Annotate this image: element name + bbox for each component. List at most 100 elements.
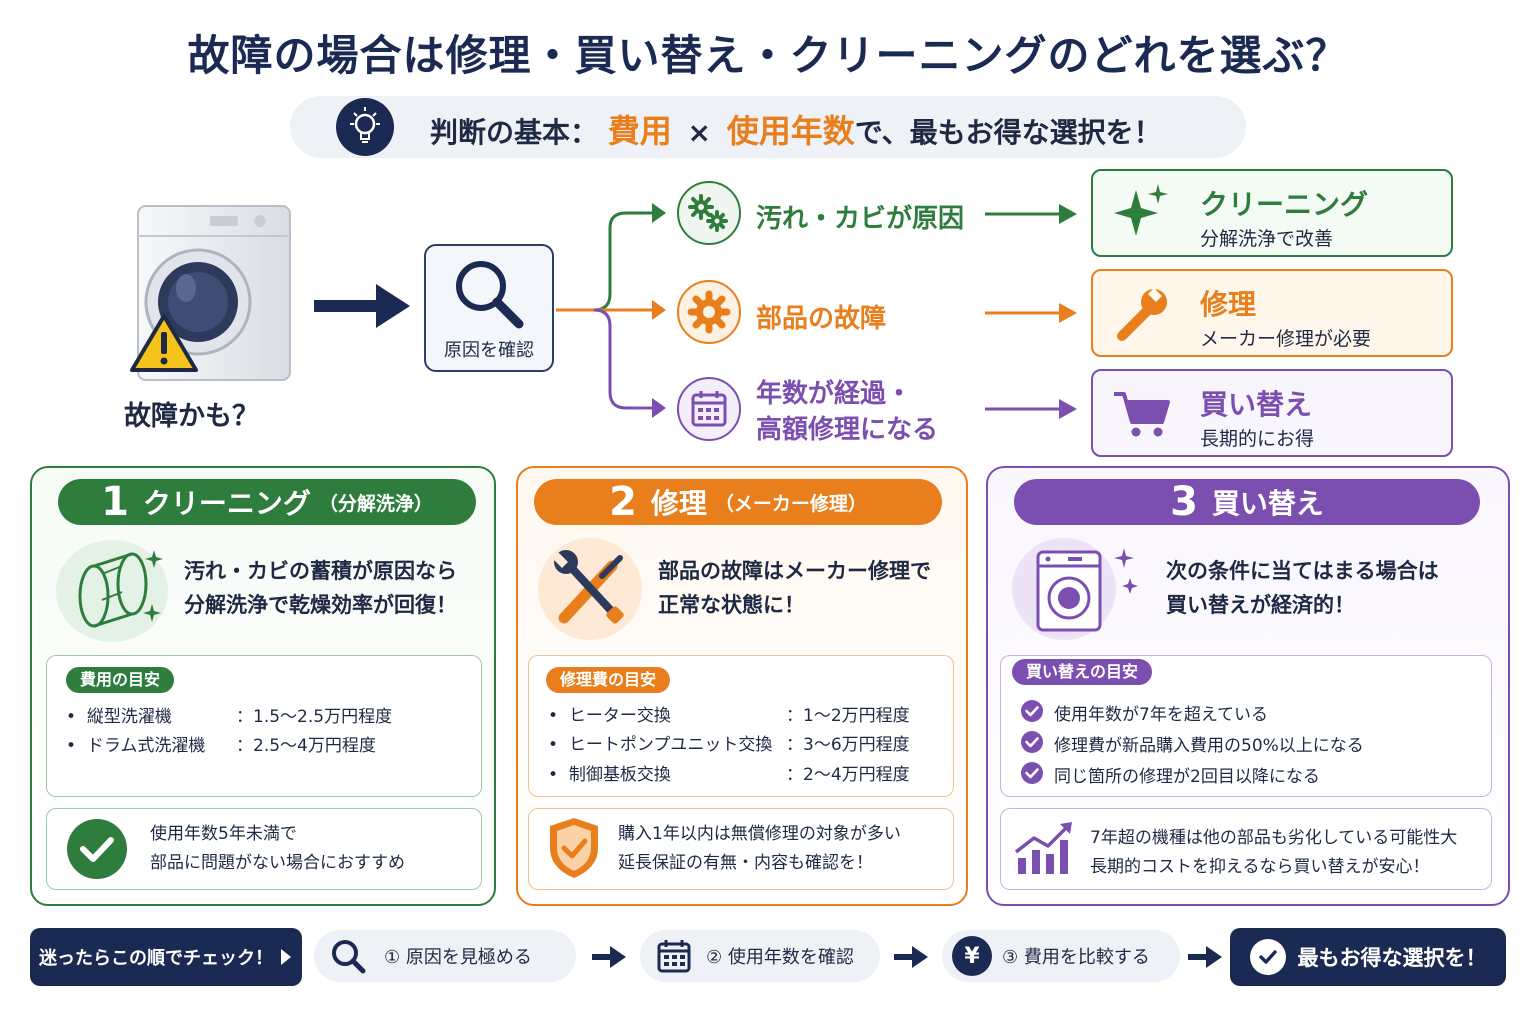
wrench-icon	[1110, 282, 1174, 350]
panel-repair-note: 購入1年以内は無償修理の対象が多い 延長保証の有無・内容も確認を！	[618, 820, 901, 878]
cleaning-item-1-name: 縦型洗濯機	[86, 707, 172, 727]
panel-replace-note-line1: 7年超の機種は他の部品も劣化している可能性大	[1090, 828, 1458, 848]
footer-final-text: 最もお得な選択を！	[1297, 946, 1487, 970]
footer-arrow-3	[1188, 944, 1224, 974]
panel-cleaning-note: 使用年数5年未満で 部品に問題がない場合におすすめ	[150, 820, 405, 878]
footer-search-icon	[326, 934, 370, 978]
repair-item-2-name: ヒートポンプユニット交換	[568, 735, 773, 755]
cleaning-item-2: • ドラム式洗濯機	[66, 736, 206, 756]
calendar-icon	[677, 377, 741, 441]
panel-replace-label: 買い替え	[1211, 487, 1324, 520]
panel-replace-note-line2: 長期的コストを抑えるなら買い替えが安心！	[1090, 857, 1430, 877]
cause-aging-line1: 年数が経過・	[756, 379, 913, 409]
panel-repair-note-box	[528, 808, 954, 890]
panel-repair-number: 2	[609, 479, 637, 525]
cause-part-failure: 部品の故障	[756, 304, 887, 334]
footer-step-3-label: ③ 費用を比較する	[1002, 947, 1150, 968]
shield-check-icon	[544, 814, 604, 886]
arrow-to-repair	[985, 299, 1081, 331]
panel-cleaning-label: クリーニング	[142, 487, 311, 520]
result-replace-sub: 長期的にお得	[1200, 428, 1315, 450]
cleaning-item-1: • 縦型洗濯機	[66, 707, 172, 727]
magnifier-icon	[449, 256, 529, 336]
repair-item-2-value: ：3～6万円程度	[786, 735, 910, 755]
panel-replace-tag: 買い替えの目安	[1012, 659, 1153, 685]
arrow-to-replace	[985, 395, 1081, 427]
repair-item-2: • ヒートポンプユニット交換	[548, 735, 773, 755]
cause-aging-line2: 高額修理になる	[756, 415, 939, 445]
repair-item-1-name: ヒーター交換	[568, 706, 671, 726]
gear-icon	[677, 280, 741, 344]
repair-item-1: • ヒーター交換	[548, 706, 671, 726]
panel-replace-note: 7年超の機種は他の部品も劣化している可能性大 長期的コストを抑えるなら買い替えが…	[1090, 824, 1457, 882]
panel-repair-note-line2: 延長保証の有無・内容も確認を！	[618, 853, 873, 873]
panel-cleaning-note-line2: 部品に問題がない場合におすすめ	[150, 853, 405, 873]
footer-step-2-label: ② 使用年数を確認	[706, 947, 854, 968]
result-replace-title: 買い替え	[1200, 388, 1313, 421]
panel-repair-desc-line1: 部品の故障はメーカー修理で	[658, 559, 931, 583]
footer-lead: 迷ったらこの順でチェック！	[30, 928, 302, 986]
sparkle-icon	[1110, 180, 1174, 248]
panel-repair-sublabel: （メーカー修理）	[714, 492, 867, 515]
panel-cleaning-sublabel: （分解洗浄）	[318, 492, 433, 515]
panel-replace-desc: 次の条件に当てはまる場合は 買い替えが経済的！	[1166, 554, 1439, 622]
footer-lead-text: 迷ったらこの順でチェック！	[39, 948, 273, 969]
tools-icon	[538, 538, 642, 640]
result-cleaning-sub: 分解洗浄で改善	[1200, 228, 1334, 250]
panel-cleaning-note-line1: 使用年数5年未満で	[150, 824, 297, 844]
repair-item-3: • 制御基板交換	[548, 765, 671, 785]
panel-repair-tag: 修理費の目安	[546, 667, 671, 693]
basis-term-cost: 費用	[607, 112, 672, 150]
cause-aging: 年数が経過・ 高額修理になる	[756, 376, 938, 448]
footer-step-1-label: ① 原因を見極める	[384, 947, 532, 968]
footer-arrow-1	[592, 944, 628, 974]
panel-replace-number: 3	[1170, 479, 1198, 525]
new-washer-icon	[1012, 538, 1138, 640]
panel-cleaning-number: 1	[101, 479, 129, 525]
growth-chart-icon	[1012, 818, 1078, 884]
branch-connectors	[554, 196, 674, 422]
footer-yen-icon: ¥	[952, 936, 992, 976]
cause-dirt: 汚れ・カビが原因	[756, 204, 965, 234]
panel-replace-desc-line1: 次の条件に当てはまる場合は	[1166, 559, 1439, 583]
repair-item-3-name: 制御基板交換	[568, 765, 671, 785]
panel-repair-note-line1: 購入1年以内は無償修理の対象が多い	[618, 824, 901, 844]
cleaning-item-1-value: ：1.5～2.5万円程度	[236, 707, 393, 727]
start-label: 故障かも？	[124, 401, 259, 432]
footer-calendar-icon	[652, 934, 696, 978]
replace-criterion-1: 使用年数が7年を超えている	[1054, 705, 1268, 725]
panel-cleaning-tag: 費用の目安	[66, 667, 175, 693]
result-repair-title: 修理	[1200, 288, 1257, 321]
panel-replace-note-box	[1000, 808, 1492, 890]
panel-cleaning-desc-line2: 分解洗浄で乾燥効率が回復！	[184, 593, 457, 617]
result-repair-sub: メーカー修理が必要	[1200, 328, 1372, 350]
arrow-right-icon	[314, 280, 414, 336]
cart-icon	[1110, 382, 1174, 450]
footer-step-3: ¥ ③ 費用を比較する	[942, 930, 1180, 982]
panel-cleaning-desc-line1: 汚れ・カビの蓄積が原因なら	[184, 559, 457, 583]
footer-arrow-2	[894, 944, 930, 974]
criteria-check-icon-2	[1020, 730, 1044, 758]
cleaning-item-2-value: ：2.5～4万円程度	[236, 736, 376, 756]
footer-step-2: ② 使用年数を確認	[640, 930, 880, 982]
panel-repair-label: 修理	[650, 487, 707, 520]
check-circle-icon	[64, 816, 130, 886]
basis-text: 判断の基本： 費用 × 使用年数で、最もお得な選択を！	[430, 106, 1162, 152]
cleaning-item-2-name: ドラム式洗濯機	[86, 736, 206, 756]
repair-item-3-value: ：2～4万円程度	[786, 765, 910, 785]
footer-final: 最もお得な選択を！	[1230, 928, 1506, 986]
panel-repair-desc: 部品の故障はメーカー修理で 正常な状態に！	[658, 554, 931, 622]
panel-replace-header: 3 買い替え	[1014, 479, 1480, 525]
panel-cleaning-header: 1 クリーニング （分解洗浄）	[58, 479, 476, 525]
warning-icon	[128, 312, 200, 380]
lightbulb-icon	[336, 98, 394, 156]
arrow-to-cleaning	[985, 200, 1081, 232]
repair-item-1-value: ：1～2万円程度	[786, 706, 910, 726]
basis-suffix: で、最もお得な選択を！	[854, 116, 1162, 149]
footer-check-icon	[1249, 939, 1286, 975]
drum-icon	[56, 540, 168, 642]
panel-repair-desc-line2: 正常な状態に！	[658, 593, 805, 617]
panel-replace-desc-line2: 買い替えが経済的！	[1166, 593, 1355, 617]
criteria-check-icon-1	[1020, 699, 1044, 727]
basis-times: ×	[687, 116, 711, 149]
